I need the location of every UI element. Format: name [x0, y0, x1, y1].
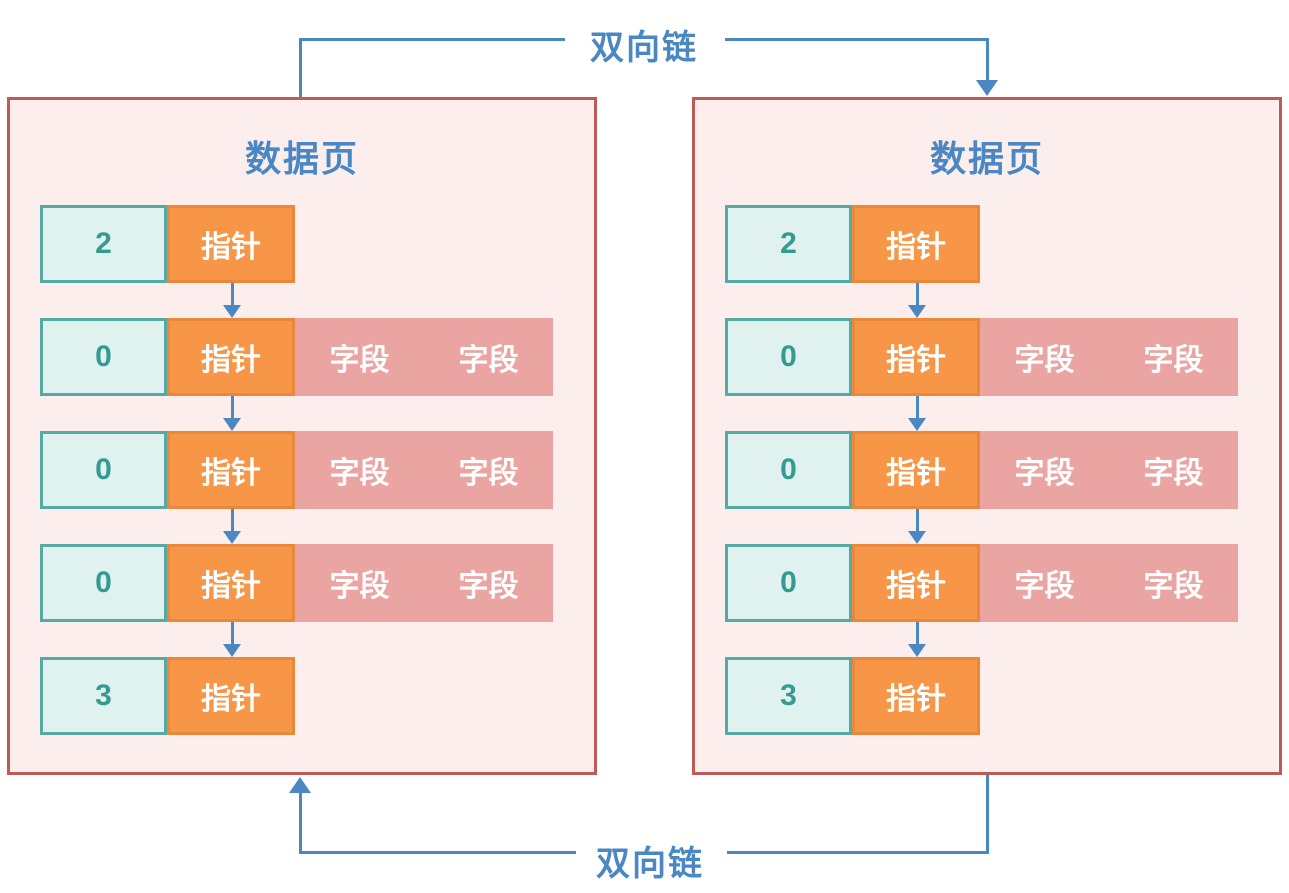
- record-count-cell: 2: [725, 205, 852, 283]
- field-label: 字段: [458, 457, 519, 490]
- down-arrow-icon: [907, 509, 927, 544]
- down-arrow-icon: [222, 509, 242, 544]
- field-label: 字段: [1014, 570, 1075, 603]
- page-title: 数据页: [929, 138, 1044, 179]
- down-arrow-icon: [907, 622, 927, 657]
- record-count-cell: 0: [725, 431, 852, 509]
- pointer-cell: 指针: [167, 544, 295, 622]
- record-row: 0 指针 字段 字段: [725, 431, 1238, 509]
- pointer-label: 指针: [201, 570, 261, 603]
- top-link-left-vertical-line: [299, 38, 302, 97]
- record-row: 3 指针: [40, 657, 295, 735]
- pointer-cell: 指针: [852, 205, 980, 283]
- pointer-cell: 指针: [167, 431, 295, 509]
- fields-cell: 字段 字段: [980, 431, 1238, 509]
- fields-cell: 字段 字段: [295, 544, 553, 622]
- bottom-link-left-horizontal-line: [299, 851, 576, 854]
- record-row: 0 指针 字段 字段: [40, 544, 553, 622]
- top-link-right-vertical-line: [986, 38, 989, 82]
- pointer-cell: 指针: [167, 657, 295, 735]
- field-label: 字段: [329, 344, 390, 377]
- record-row: 0 指针 字段 字段: [725, 318, 1238, 396]
- pointer-label: 指针: [886, 344, 946, 377]
- fields-cell: 字段 字段: [980, 544, 1238, 622]
- pointer-cell: 指针: [852, 544, 980, 622]
- record-count-cell: 3: [40, 657, 167, 735]
- bottom-link-right-horizontal-line: [727, 851, 989, 854]
- pointer-cell: 指针: [167, 205, 295, 283]
- record-count-cell: 0: [40, 431, 167, 509]
- pointer-cell: 指针: [167, 318, 295, 396]
- field-label: 字段: [1014, 457, 1075, 490]
- field-label: 字段: [329, 570, 390, 603]
- bottom-link-right-vertical-line: [986, 775, 989, 854]
- record-count-cell: 0: [40, 318, 167, 396]
- data-page-left: 数据页 2 指针 0 指针 字段 字段 0 指针 字段 字段 0 指针: [7, 97, 597, 775]
- pointer-label: 指针: [201, 457, 261, 490]
- field-label: 字段: [458, 570, 519, 603]
- record-row: 2 指针: [725, 205, 980, 283]
- record-count: 0: [95, 340, 112, 373]
- record-count-cell: 3: [725, 657, 852, 735]
- pointer-cell: 指针: [852, 431, 980, 509]
- top-link-left-horizontal-line: [299, 38, 565, 41]
- fields-cell: 字段 字段: [980, 318, 1238, 396]
- record-row: 0 指针 字段 字段: [40, 431, 553, 509]
- bottom-link-up-arrow-icon: [289, 777, 311, 793]
- bottom-link-label: 双向链: [596, 845, 704, 883]
- record-count: 0: [95, 453, 112, 486]
- top-link-right-horizontal-line: [725, 38, 989, 41]
- record-row: 3 指针: [725, 657, 980, 735]
- field-label: 字段: [1014, 344, 1075, 377]
- fields-cell: 字段 字段: [295, 318, 553, 396]
- record-count: 0: [780, 453, 797, 486]
- pointer-cell: 指针: [852, 657, 980, 735]
- down-arrow-icon: [222, 622, 242, 657]
- record-count: 0: [780, 340, 797, 373]
- record-count-cell: 2: [40, 205, 167, 283]
- record-count: 2: [95, 227, 112, 260]
- record-row: 2 指针: [40, 205, 295, 283]
- pointer-label: 指针: [201, 683, 261, 716]
- record-count: 3: [95, 679, 112, 712]
- pointer-label: 指针: [886, 683, 946, 716]
- fields-cell: 字段 字段: [295, 431, 553, 509]
- top-link-label: 双向链: [590, 29, 698, 67]
- pointer-cell: 指针: [852, 318, 980, 396]
- field-label: 字段: [1143, 457, 1204, 490]
- page-title: 数据页: [244, 138, 359, 179]
- pointer-label: 指针: [886, 231, 946, 264]
- record-count: 0: [95, 566, 112, 599]
- pointer-label: 指针: [886, 570, 946, 603]
- pointer-label: 指针: [201, 231, 261, 264]
- data-page-right: 数据页 2 指针 0 指针 字段 字段 0 指针 字段 字段 0 指针: [692, 97, 1282, 775]
- pointer-label: 指针: [886, 457, 946, 490]
- down-arrow-icon: [907, 283, 927, 318]
- record-count-cell: 0: [725, 318, 852, 396]
- down-arrow-icon: [222, 283, 242, 318]
- field-label: 字段: [1143, 344, 1204, 377]
- top-link-down-arrow-icon: [976, 80, 998, 96]
- record-row: 0 指针 字段 字段: [725, 544, 1238, 622]
- field-label: 字段: [1143, 570, 1204, 603]
- record-count-cell: 0: [40, 544, 167, 622]
- field-label: 字段: [329, 457, 390, 490]
- record-row: 0 指针 字段 字段: [40, 318, 553, 396]
- bottom-link-left-vertical-line: [299, 791, 302, 853]
- record-count: 3: [780, 679, 797, 712]
- down-arrow-icon: [907, 396, 927, 431]
- record-count: 2: [780, 227, 797, 260]
- record-count-cell: 0: [725, 544, 852, 622]
- down-arrow-icon: [222, 396, 242, 431]
- pointer-label: 指针: [201, 344, 261, 377]
- record-count: 0: [780, 566, 797, 599]
- field-label: 字段: [458, 344, 519, 377]
